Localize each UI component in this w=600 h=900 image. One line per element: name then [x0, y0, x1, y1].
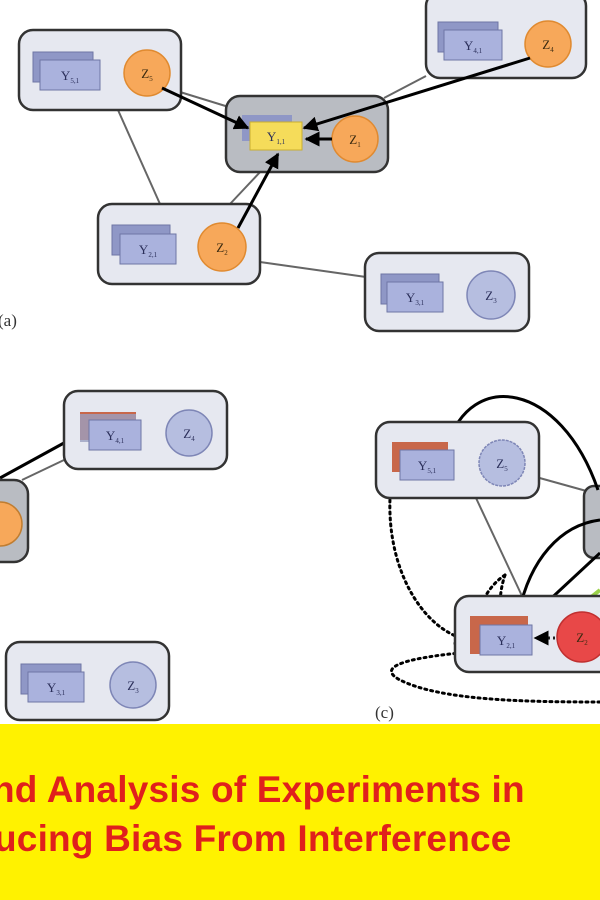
arrow-z2-to-y11	[236, 152, 280, 229]
panel-label-a: (a)	[0, 311, 17, 330]
unit-box-5-c: Y5,1 Z5	[374, 420, 541, 500]
outcome-y-4-1-b: Y4,1	[80, 412, 142, 451]
svg-text:Y3,1: Y3,1	[406, 290, 425, 307]
outcome-y-5-1-c: Y5,1	[392, 442, 455, 481]
panel-c: Y5,1 Z5 Y2,1 Z2 (c)	[374, 395, 600, 722]
banner-title-line-2: ucing Bias From Interference	[0, 818, 512, 859]
treatment-z-5: Z5	[123, 49, 171, 97]
svg-text:Y5,1: Y5,1	[61, 68, 80, 85]
svg-text:Y5,1: Y5,1	[418, 458, 437, 475]
treatment-z-3: Z3	[466, 270, 516, 320]
arrow-z4-to-y11	[302, 56, 531, 132]
svg-text:Y2,1: Y2,1	[139, 242, 158, 259]
panel-a: Y5,1 Z5 Y4,1 Z4	[0, 0, 588, 333]
panel-label-c: (c)	[375, 703, 394, 722]
dotted-arrow-loop-bottom	[390, 645, 600, 704]
svg-text:Z5: Z5	[141, 66, 153, 83]
edge-unit5-unit1	[179, 91, 233, 109]
svg-text:Z4: Z4	[542, 37, 554, 54]
treatment-z-5-c: Z5	[478, 439, 526, 487]
edge-unit4-focal-b	[21, 459, 65, 481]
treatment-z-4: Z4	[524, 20, 572, 68]
treatment-z-2-c: Z2	[556, 611, 600, 663]
svg-text:Z1: Z1	[349, 132, 361, 149]
svg-text:Z5: Z5	[496, 456, 508, 473]
unit-box-2-c: Y2,1 Z2	[453, 588, 600, 674]
causal-network-diagram: Y5,1 Z5 Y4,1 Z4	[0, 0, 600, 722]
treatment-z-1: Z1	[331, 115, 379, 163]
edge-unit2-unit1	[229, 169, 263, 205]
edge-unit4-unit1	[383, 75, 427, 99]
edge-unit5-unit2	[117, 109, 161, 205]
outcome-y-3-1: Y3,1	[380, 273, 444, 313]
outcome-y-3-1-b: Y3,1	[20, 663, 85, 703]
svg-text:Y1,1: Y1,1	[267, 129, 286, 146]
svg-text:Y3,1: Y3,1	[47, 680, 66, 697]
outcome-y-2-1-c: Y2,1	[470, 616, 533, 656]
outcome-y-4-1: Y4,1	[437, 21, 503, 61]
svg-text:Y2,1: Y2,1	[497, 633, 516, 650]
svg-text:Z3: Z3	[485, 288, 497, 305]
edge-unit2-unit3	[259, 261, 367, 278]
arrow-z5-to-y11	[161, 86, 250, 130]
outcome-y-5-1: Y5,1	[32, 51, 101, 91]
focal-unit-box-b	[0, 478, 30, 564]
unit-box-4-b: Y4,1 Z4	[62, 389, 229, 471]
banner-title-line-1: nd Analysis of Experiments in	[0, 769, 525, 810]
svg-text:Y4,1: Y4,1	[464, 38, 483, 55]
treatment-z-2: Z2	[197, 222, 247, 272]
svg-text:Z3: Z3	[127, 678, 139, 695]
unit-box-3-b: Y3,1 Z3	[4, 640, 171, 722]
title-banner: nd Analysis of Experiments in ucing Bias…	[0, 724, 600, 900]
arrow-y51-to-focal-c	[446, 395, 600, 491]
unit-box-2: Y2,1 Z2	[96, 202, 262, 286]
dotted-arrow-y51-to-y21	[388, 474, 470, 645]
edge-unit5-unit2-c	[475, 497, 523, 597]
svg-text:Z2: Z2	[216, 240, 228, 257]
svg-text:Z4: Z4	[183, 426, 195, 443]
svg-text:Z2: Z2	[576, 630, 588, 647]
svg-text:Y4,1: Y4,1	[106, 428, 125, 445]
treatment-z-3-b: Z3	[109, 661, 157, 709]
unit-box-1-focal: Y1,1 Z1	[224, 94, 390, 174]
unit-box-4: Y4,1 Z4	[424, 0, 588, 80]
panel-b: Y4,1 Z4 Y3,1 Z3	[0, 389, 229, 722]
edge-unit5-focal-c	[535, 476, 591, 493]
outcome-y-1-1: Y1,1	[249, 121, 303, 151]
treatment-z-4-b: Z4	[165, 409, 213, 457]
unit-box-5: Y5,1 Z5	[17, 28, 183, 112]
unit-box-3: Y3,1 Z3	[363, 251, 531, 333]
outcome-y-2-1: Y2,1	[111, 224, 177, 265]
